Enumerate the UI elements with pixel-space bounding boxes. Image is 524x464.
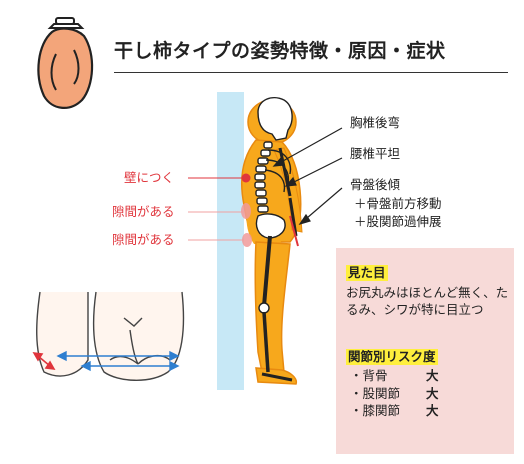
label-lumbar-flat: 腰椎平坦 [350,146,401,161]
skeleton [254,96,298,382]
title-divider [114,72,508,73]
gap-mark-leg [242,233,252,247]
appearance-heading: 見た目 [346,265,388,281]
risk-item: ・背骨大 [350,368,439,383]
pelvis-tilt-mark [289,215,299,247]
page-title: 干し柿タイプの姿勢特徴・原因・症状 [114,40,446,62]
label-gap-1: 隙間がある [112,204,175,219]
sag-arrow [32,352,56,370]
risk-list: ・背骨大 ・股関節大 ・膝関節大 [350,368,439,418]
arrow-lumbar [285,157,343,187]
label-wall-touch: 壁につく [124,170,175,185]
dried-persimmon-icon [37,17,94,109]
risk-item: ・膝関節大 [350,403,439,418]
wall [217,92,244,390]
buttocks-illustration [36,291,185,381]
label-thoracic-kyphosis: 胸椎後弯 [350,115,401,130]
label-pelvic-tilt: 骨盤後傾 [350,177,401,192]
buttocks-arrows [56,350,180,372]
label-pelvic-forward: ＋骨盤前方移動 [354,196,442,211]
appearance-text: お尻丸みはほとんど無く、たるみ、シワが特に目立つ [346,285,509,317]
label-hip-hyperextension: ＋股関節過伸展 [354,214,442,229]
risk-item: ・股関節大 [350,385,439,401]
spine [254,141,273,213]
risk-heading: 関節別リスク度 [346,349,438,365]
arrow-thoracic [273,127,343,167]
label-gap-2: 隙間がある [112,232,175,247]
gap-mark-back [241,203,251,219]
